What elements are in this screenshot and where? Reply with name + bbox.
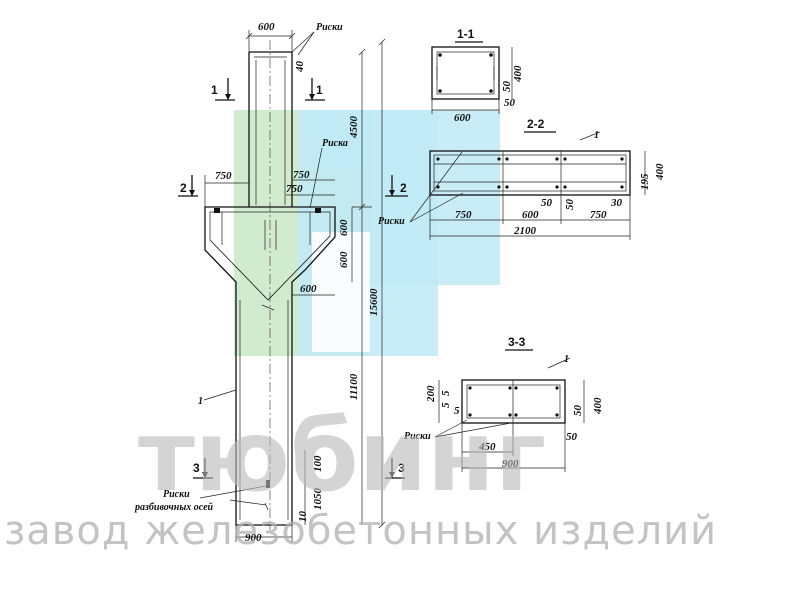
svg-text:400: 400 xyxy=(592,397,604,415)
section-2-2: 2-2 1 400 195 750 600 750 50 50 30 2100 … xyxy=(378,117,666,240)
section-2-2-title: 2-2 xyxy=(527,117,545,131)
svg-text:Риски: Риски xyxy=(404,431,431,442)
svg-text:50: 50 xyxy=(541,197,553,209)
svg-text:50: 50 xyxy=(564,199,576,211)
dim-mark-1050: 1050 xyxy=(312,488,324,511)
watermark-subtitle: завод железобетонных изделий xyxy=(4,508,717,554)
svg-text:5: 5 xyxy=(440,402,452,408)
cut-marker-2: 2 2 xyxy=(178,175,408,197)
svg-text:600: 600 xyxy=(522,209,539,221)
svg-text:5: 5 xyxy=(454,405,460,417)
section-1-1: 1-1 600 400 50 50 xyxy=(431,27,524,124)
watermark-logo xyxy=(234,110,500,356)
svg-text:50: 50 xyxy=(501,81,513,93)
dim-console-left: 750 xyxy=(215,170,232,182)
svg-text:450: 450 xyxy=(478,441,496,453)
column-elevation: 600 40 Риски 4500 15600 11100 750 750 75… xyxy=(134,21,408,544)
label-riska: Риска xyxy=(322,138,348,149)
cut-marker-1: 1 1 xyxy=(211,78,325,101)
dim-console-h1: 600 xyxy=(338,219,350,236)
svg-text:1: 1 xyxy=(594,130,599,141)
svg-text:1: 1 xyxy=(316,83,323,97)
svg-text:2: 2 xyxy=(180,181,187,195)
svg-text:50: 50 xyxy=(566,431,578,443)
svg-text:50: 50 xyxy=(572,405,584,417)
dim-top-offset: 40 xyxy=(294,61,306,74)
svg-text:400: 400 xyxy=(512,65,524,83)
svg-text:750: 750 xyxy=(590,209,607,221)
label-riski-top: Риски xyxy=(316,22,343,33)
dim-bottom-width: 900 xyxy=(245,532,262,544)
label-riski-bottom: Риски xyxy=(163,489,190,500)
svg-text:3: 3 xyxy=(193,461,200,475)
dim-lower-height: 11100 xyxy=(348,373,360,400)
watermark-brand: тюбинг xyxy=(138,400,546,514)
svg-text:600: 600 xyxy=(454,112,471,124)
svg-text:2: 2 xyxy=(400,181,407,195)
svg-text:200: 200 xyxy=(425,385,437,403)
section-3-3-title: 3-3 xyxy=(508,335,526,349)
svg-text:400: 400 xyxy=(654,163,666,181)
dim-mark-100: 100 xyxy=(312,455,324,472)
dim-mark-10: 10 xyxy=(297,511,309,523)
section-3-3: 3-3 1 200 5 5 5 50 400 50 450 900 Риски xyxy=(404,335,604,472)
svg-text:30: 30 xyxy=(610,197,623,209)
dim-console-right-b: 750 xyxy=(286,183,303,195)
svg-text:Риски: Риски xyxy=(378,216,405,227)
svg-text:3: 3 xyxy=(398,461,405,475)
svg-text:195: 195 xyxy=(639,173,651,190)
svg-text:50: 50 xyxy=(504,97,516,109)
dim-upper-height: 4500 xyxy=(348,116,360,140)
dim-console-h2: 600 xyxy=(338,251,350,268)
svg-text:5: 5 xyxy=(440,390,452,396)
section-1-1-title: 1-1 xyxy=(457,27,475,41)
svg-text:2100: 2100 xyxy=(513,225,537,237)
label-pos1: 1 xyxy=(198,396,203,407)
svg-text:1: 1 xyxy=(211,83,218,97)
svg-text:900: 900 xyxy=(502,458,519,470)
svg-text:750: 750 xyxy=(455,209,472,221)
dim-console-bottom: 600 xyxy=(300,283,317,295)
cut-marker-3: 3 3 xyxy=(193,458,405,479)
svg-text:1: 1 xyxy=(564,354,569,365)
dim-total-height: 15600 xyxy=(368,288,380,316)
dim-console-right-a: 750 xyxy=(293,169,310,181)
dim-top-width: 600 xyxy=(258,21,275,33)
label-axes: разбивочных осей xyxy=(134,502,214,513)
